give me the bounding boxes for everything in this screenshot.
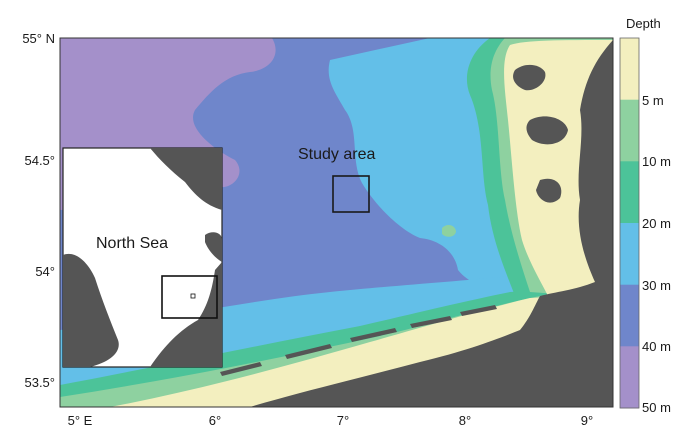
inset-denmark-land <box>205 232 222 262</box>
legend-colorbar <box>620 38 639 409</box>
island-1 <box>513 64 546 91</box>
legend-bin-5-10-m <box>620 99 639 162</box>
study-area-box <box>332 175 370 213</box>
legend-title: Depth <box>626 16 661 31</box>
legend-tick-10m: 10 m <box>642 154 671 169</box>
inset-britain-land <box>63 253 119 367</box>
frisian-islands <box>220 305 497 376</box>
lat-label-53-5: 53.5° <box>24 375 55 390</box>
legend-bin-30-40-m <box>620 284 639 347</box>
inset-study-marker <box>190 293 196 299</box>
lon-label-6: 6° <box>209 413 221 428</box>
legend-tick-30m: 30 m <box>642 278 671 293</box>
legend-tick-20m: 20 m <box>642 216 671 231</box>
inset-map: North Sea <box>62 147 223 368</box>
legend-bin-10-20-m <box>620 161 639 224</box>
legend-tick-50m: 50 m <box>642 400 671 415</box>
legend-bin-40-50-m <box>620 346 639 409</box>
main-map: Study area <box>60 38 613 407</box>
lat-label-55: 55° N <box>22 31 55 46</box>
depth-legend: Depth 5 m 10 m 20 m 30 m 40 m 50 m <box>619 16 671 415</box>
map-frame <box>59 37 614 408</box>
legend-bin-0-5-m <box>620 38 639 101</box>
island-2 <box>526 116 568 145</box>
lon-label-9: 9° <box>581 413 593 428</box>
lat-label-54-5: 54.5° <box>24 153 55 168</box>
lat-label-54: 54° <box>35 264 55 279</box>
legend-bin-20-30-m <box>620 223 639 286</box>
lon-label-7: 7° <box>337 413 349 428</box>
legend-tick-40m: 40 m <box>642 339 671 354</box>
inset-norway-land <box>150 148 222 210</box>
inset-continent-land <box>150 262 222 367</box>
legend-tick-5m: 5 m <box>642 93 664 108</box>
island-3 <box>536 178 562 203</box>
lon-label-5: 5° E <box>68 413 93 428</box>
land-mainland <box>250 40 613 407</box>
island-heligoland <box>442 225 456 237</box>
legend-frame <box>619 37 640 409</box>
inset-label: North Sea <box>96 235 168 252</box>
lon-label-8: 8° <box>459 413 471 428</box>
study-area-label: Study area <box>298 146 375 163</box>
inset-region-box <box>161 275 218 319</box>
